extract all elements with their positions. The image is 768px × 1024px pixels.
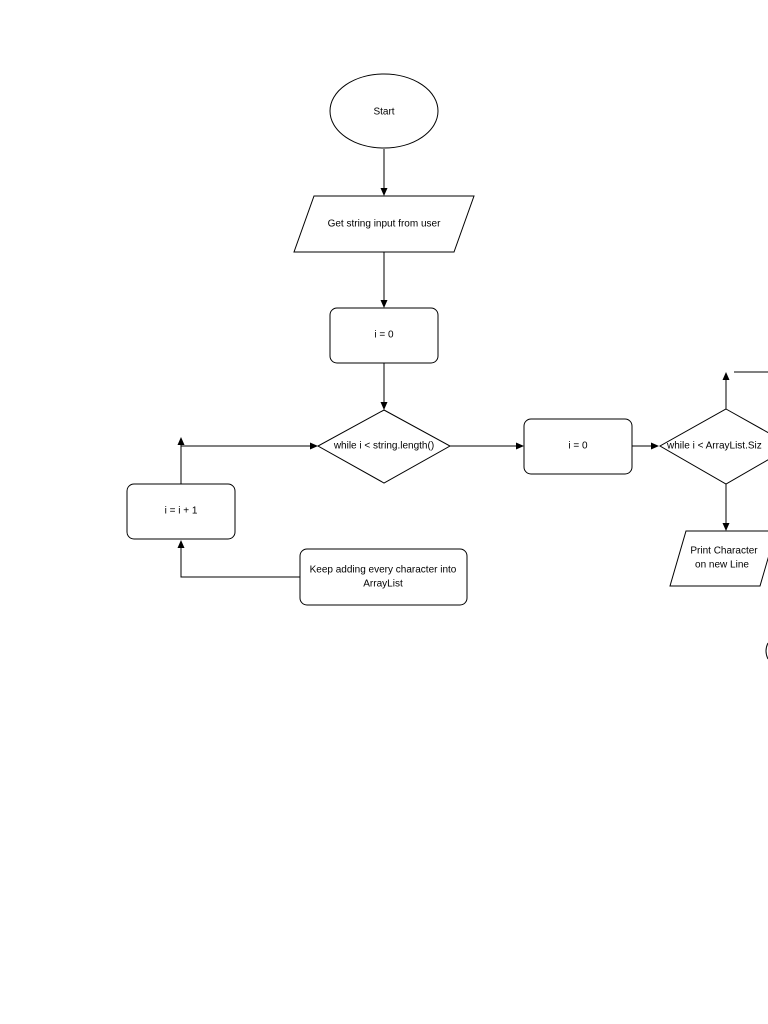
start-label: Start [373,107,394,118]
input-parallelogram-shape [293,195,475,253]
loop-arraylist-size-label: while i < ArrayList.Siz [666,441,762,452]
start-terminator-shape [329,73,439,149]
arrowhead-icon [177,437,185,445]
partial-shape-edge [765,642,768,660]
print-output-parallelogram-shape [669,530,768,587]
node-loop-string-length: while i < string.length() [316,409,452,484]
arrowhead-icon [310,442,318,450]
arrowhead-icon [380,402,388,410]
print-character-label-line1: Print Character [690,546,758,557]
edges [177,149,768,660]
increment-label: i = i + 1 [165,506,198,517]
node-init-i: i = 0 [329,307,439,364]
increment-process-shape [126,483,236,540]
init-i-second-label: i = 0 [568,441,588,452]
loop-arraylist-diamond-shape [658,408,768,485]
arrowhead-icon [651,442,659,450]
add-character-label-line2: ArrayList [363,579,403,590]
arrowhead-icon [516,442,524,450]
node-init-i-second: i = 0 [523,418,633,475]
node-add-character: Keep adding every character into ArrayLi… [299,548,468,606]
loop-string-length-label: while i < string.length() [333,441,434,452]
add-character-label-line1: Keep adding every character into [310,565,457,576]
arrowhead-icon [380,188,388,196]
init-i-label: i = 0 [374,330,394,341]
arrowhead-icon [380,300,388,308]
node-start: Start [329,73,439,149]
print-character-label-line2: on new Line [695,560,749,571]
get-input-label: Get string input from user [328,219,441,230]
add-character-process-shape [299,548,468,606]
edge-add-to-increment [180,547,300,578]
init-i-process-shape [329,307,439,364]
loop-decision-diamond-shape [316,409,452,484]
init-i-second-process-shape [523,418,633,475]
arrowhead-icon [177,540,185,548]
arrowhead-icon [722,523,730,531]
node-increment: i = i + 1 [126,483,236,540]
node-get-input: Get string input from user [293,195,475,253]
node-print-character: Print Character on new Line [669,530,768,587]
node-loop-arraylist-size: while i < ArrayList.Siz [658,408,768,485]
arrowhead-icon [722,372,730,380]
